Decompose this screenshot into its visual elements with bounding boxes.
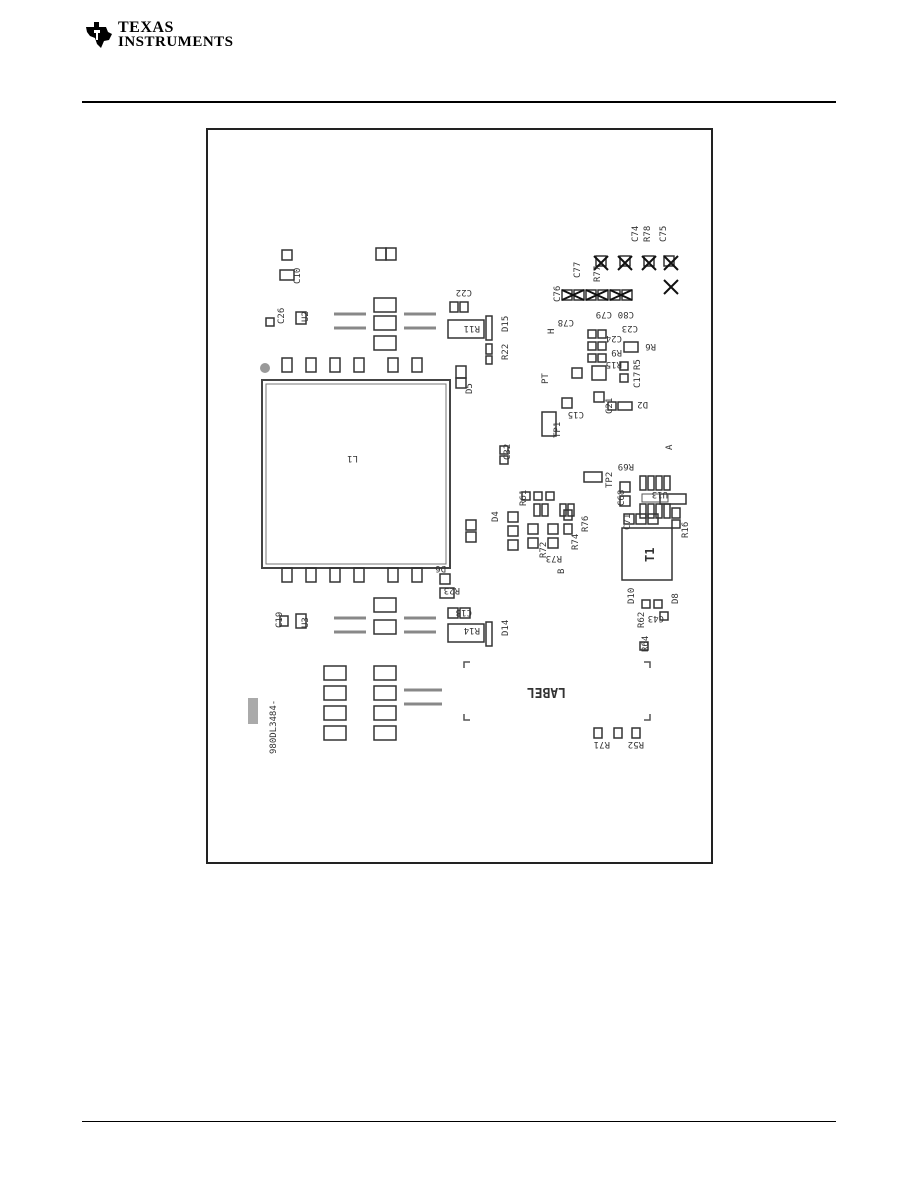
header-rule [82, 101, 836, 103]
pin1-marker [260, 363, 270, 373]
label-u13: U13 [652, 489, 668, 499]
label-c68: C68 [617, 490, 627, 506]
pcb-silkscreen-drawing: L1 C26 C10 U2 C22 R11 D15 R22 D5 [248, 226, 691, 754]
r52-pad [593, 727, 603, 739]
inductor-label: L1 [347, 453, 358, 463]
label-c17: C17 [633, 372, 643, 388]
top-bars [334, 312, 436, 330]
u13-body [641, 493, 669, 503]
label-r69: R69 [618, 461, 634, 471]
label-u2: U2 [301, 311, 311, 322]
label-r11: R11 [464, 323, 480, 333]
bottom-left-components [279, 445, 509, 741]
label-d8: D8 [671, 593, 681, 604]
label-d15: D15 [501, 316, 511, 332]
label-r71: R72 [539, 542, 549, 558]
crossed-components [561, 255, 679, 301]
label-c21: C21 [605, 398, 615, 414]
label-r15: R15 [606, 359, 622, 369]
fiducial-bar [248, 698, 258, 724]
label-r62: R62 [637, 612, 647, 628]
label-c80: C80 [618, 309, 634, 319]
label-u3: U3 [301, 617, 311, 628]
label-c43: C43 [648, 613, 664, 623]
label-c76: C76 [553, 286, 563, 302]
marker-h: H [547, 329, 557, 334]
label-c18: C22 [456, 287, 472, 297]
label-tp2: TP2 [605, 472, 615, 488]
marker-a: A [665, 444, 675, 450]
inductor-l1-outline [261, 379, 451, 569]
label-r74: R76 [581, 516, 591, 532]
label-d5: D5 [465, 383, 475, 394]
ti-logo: TEXAS INSTRUMENTS [82, 16, 234, 56]
label-r9: R9 [611, 347, 622, 357]
label-tp1: TP1 [553, 422, 563, 438]
brand-line-2: INSTRUMENTS [118, 34, 234, 50]
label-area-text: LABEL [527, 684, 566, 699]
label-d6: D6 [435, 563, 446, 573]
label-r76: R77 [593, 266, 603, 282]
bottom-bars [334, 616, 442, 706]
label-t1: T1 [643, 548, 657, 562]
label-c75: C75 [659, 226, 669, 242]
pcb-layout-figure: L1 C26 C10 U2 C22 R11 D15 R22 D5 [206, 128, 713, 864]
r51b-pad [631, 727, 641, 739]
label-r52: R71 [594, 739, 610, 749]
label-r14: R14 [464, 625, 480, 635]
label-c24: C24 [606, 333, 622, 343]
r51-pad [613, 727, 623, 739]
inductor-pads-bottom [281, 567, 423, 583]
label-d2: D2 [637, 399, 648, 409]
label-c23: C23 [622, 323, 638, 333]
footer-rule [82, 1121, 836, 1122]
label-r51: R52 [628, 739, 644, 749]
label-d4: D4 [491, 511, 501, 522]
label-c10: C10 [293, 268, 303, 284]
label-c32: C32 [503, 444, 513, 460]
label-r61: R61 [519, 490, 529, 506]
label-d14: D14 [501, 620, 511, 636]
label-c74: C74 [631, 226, 641, 242]
label-d10: D10 [627, 588, 637, 604]
label-c79: C79 [596, 309, 612, 319]
label-r6: R6 [645, 341, 656, 351]
marker-b: B [557, 569, 567, 574]
label-r77: R78 [643, 226, 653, 242]
label-r72: R73 [546, 553, 562, 563]
brand-line-1: TEXAS [118, 19, 174, 36]
label-c77: C77 [573, 262, 583, 278]
inductor-l1-inner [265, 383, 447, 565]
board-id-label: 980DL3484- [269, 700, 279, 754]
label-c15: C15 [568, 409, 584, 419]
label-r5: R5 [633, 359, 643, 370]
label-c22: C19 [275, 612, 285, 628]
brand-wordmark: TEXAS INSTRUMENTS [118, 19, 234, 50]
label-r64: R64 [641, 636, 651, 652]
marker-pt: PT [541, 373, 551, 384]
label-c26: C26 [277, 308, 287, 324]
top-left-components [265, 247, 493, 389]
right-mid-components [507, 471, 687, 651]
ti-state-logo-icon [86, 22, 112, 48]
inductor-pads-top [281, 357, 423, 373]
label-c19: C18 [456, 607, 472, 617]
label-c71: C71 [623, 514, 633, 530]
label-r22: R22 [501, 344, 511, 360]
label-c78: C78 [558, 317, 574, 327]
label-r23: R23 [444, 585, 460, 595]
ic-pins [533, 475, 671, 519]
label-r73: R74 [571, 534, 581, 550]
label-area-corners [463, 661, 651, 721]
label-r16: R16 [681, 522, 691, 538]
